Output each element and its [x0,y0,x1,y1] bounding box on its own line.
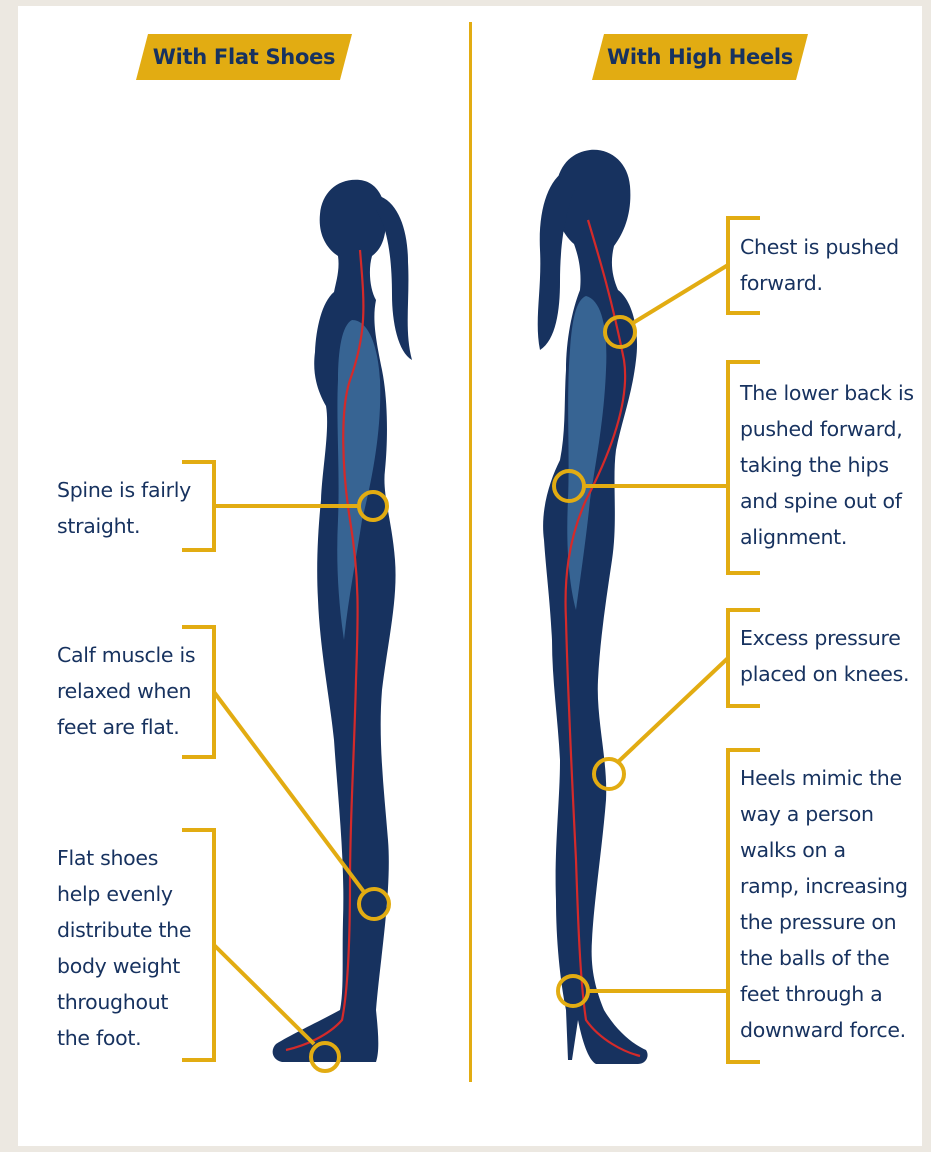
callout-line: Excess pressure [740,620,909,656]
heels-knee-leader [618,658,728,762]
callout-line: throughout [57,984,191,1020]
heels-chest-callout: Chest is pushed forward. [740,229,899,301]
callout-line: feet through a [740,976,908,1012]
flat-foot-callout: Flat shoes help evenly distribute the bo… [57,840,191,1056]
callout-line: the pressure on [740,904,908,940]
high-heels-silhouette [538,150,648,1064]
flat-calf-callout: Calf muscle is relaxed when feet are fla… [57,637,195,745]
callout-line: walks on a [740,832,908,868]
callout-line: forward. [740,265,899,301]
callout-line: Heels mimic the [740,760,908,796]
callout-line: alignment. [740,519,914,555]
flat-foot-leader [214,945,314,1044]
flat-spine-callout: Spine is fairly straight. [57,472,191,544]
callout-line: The lower back is [740,375,914,411]
heels-ball-callout: Heels mimic the way a person walks on a … [740,760,908,1048]
callout-line: downward force. [740,1012,908,1048]
callout-line: the balls of the [740,940,908,976]
callout-line: Chest is pushed [740,229,899,265]
flat-shoes-silhouette [273,180,412,1062]
callout-line: feet are flat. [57,709,195,745]
callout-line: distribute the [57,912,191,948]
callout-line: Flat shoes [57,840,191,876]
callout-line: body weight [57,948,191,984]
callout-line: pushed forward, [740,411,914,447]
callout-line: help evenly [57,876,191,912]
callout-line: taking the hips [740,447,914,483]
callout-line: Spine is fairly [57,472,191,508]
callout-line: placed on knees. [740,656,909,692]
callout-line: way a person [740,796,908,832]
callout-line: straight. [57,508,191,544]
heels-back-callout: The lower back is pushed forward, taking… [740,375,914,555]
callout-line: and spine out of [740,483,914,519]
callout-line: ramp, increasing [740,868,908,904]
callout-line: Calf muscle is [57,637,195,673]
heels-knee-callout: Excess pressure placed on knees. [740,620,909,692]
heels-chest-leader [633,265,728,323]
callout-line: relaxed when [57,673,195,709]
callout-line: the foot. [57,1020,191,1056]
